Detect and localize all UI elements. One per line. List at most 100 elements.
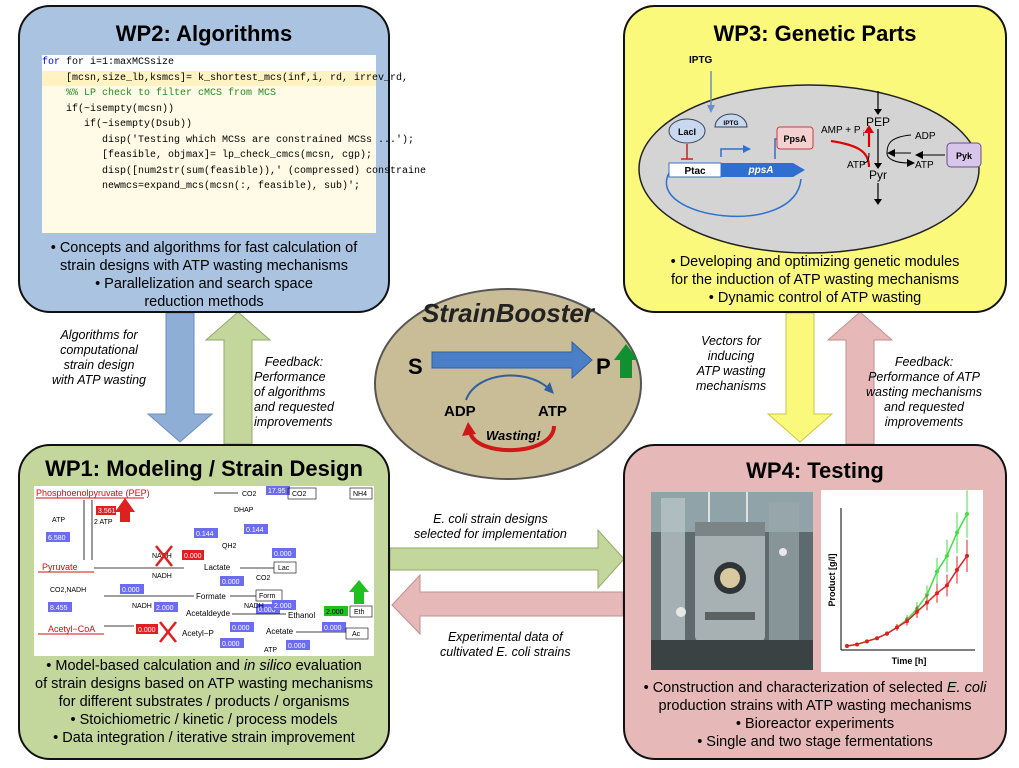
flux-0000d: 0.000 <box>258 607 276 614</box>
strainbooster-hub: StrainBooster S P ADP ATP Wasting! <box>374 288 642 480</box>
arrow-wp3-to-wp4 <box>766 312 834 443</box>
eth-exchange: Eth <box>354 609 365 616</box>
code-line: [feasible, objmax]= lp_check_cmcs(mcsn, … <box>42 150 373 161</box>
code-line: [mcsn,size_lb,ksmcs]= k_shortest_mcs(inf… <box>42 70 408 86</box>
flux-red-0000b: 0.000 <box>138 627 156 634</box>
pep-label: PEP <box>866 115 890 129</box>
iptg-label: IPTG <box>689 55 713 66</box>
nadh-b-label: NADH <box>152 573 172 580</box>
data-point <box>845 644 849 648</box>
iptg-small-label: IPTG <box>723 120 738 127</box>
flux-green-2000: 2.000 <box>326 609 344 616</box>
code-line: if(~isempty(Dsub)) <box>42 119 193 130</box>
qh2-label: QH2 <box>222 543 237 550</box>
pyr-label: Pyr <box>869 168 887 182</box>
anno-wp1-to-wp2: Feedback: Performance of algorithms and … <box>254 355 334 429</box>
pi-subscript: i <box>863 131 865 138</box>
code-listing: for for i=1:maxMCSsize [mcsn,size_lb,ksm… <box>42 55 427 233</box>
anno-wp4-to-wp3: Feedback: Performance of ATP wasting mec… <box>866 355 983 429</box>
co2-b-label: CO2 <box>256 575 271 582</box>
ppsa-protein <box>776 126 814 150</box>
wp2-title: WP2: Algorithms <box>115 21 293 46</box>
anno-wp3-to-wp4: Vectors for inducing ATP wasting mechani… <box>696 334 767 393</box>
arrow-wp1-to-wp2 <box>204 311 272 445</box>
adp-right-label: ADP <box>915 131 936 142</box>
data-point <box>865 639 869 644</box>
flux-0000c: 0.000 <box>222 579 240 586</box>
wp1-title: WP1: Modeling / Strain Design <box>45 456 363 481</box>
product-up-arrow <box>614 344 638 378</box>
lactate-metabolite: Lactate <box>204 563 231 572</box>
ptac-label: Ptac <box>684 166 706 177</box>
code-line: newmcs=expand_mcs(mcsn(:, feasible), sub… <box>42 181 361 192</box>
nadh-label: NADH <box>152 553 172 560</box>
data-point <box>875 636 879 641</box>
wp4-bullets: • Construction and characterization of s… <box>643 680 987 750</box>
amp-pi-label: AMP + P <box>821 125 861 136</box>
metabolic-map: Phosphoenolpyruvate (PEP) CO2 17.95 CO2 … <box>34 486 374 656</box>
anno-wp4-to-wp1: Experimental data of cultivated E. coli … <box>440 630 571 659</box>
atp-label: ATP <box>538 403 567 420</box>
pep-metabolite: Phosphoenolpyruvate (PEP) <box>36 488 150 498</box>
laci-protein <box>668 118 706 144</box>
wp2-bullets: • Concepts and algorithms for fast calcu… <box>50 240 358 310</box>
acetaldehyde-metabolite: Acetaldeyde <box>186 609 231 618</box>
wp3-title: WP3: Genetic Parts <box>713 21 917 46</box>
wp1-panel: WP1: Modeling / Strain Design Phosphoeno… <box>18 444 390 760</box>
arrow-wp4-to-wp3 <box>826 311 894 445</box>
co2-label: CO2 <box>242 491 257 498</box>
dhap-label: DHAP <box>234 507 254 514</box>
x-axis-label: Time [h] <box>892 656 927 666</box>
flux-0000b: 0.000 <box>122 587 140 594</box>
code-comment: %% LP check to filter cMCS from MCS <box>42 88 277 99</box>
ppsa-reaction <box>830 139 871 168</box>
co2-nadh-label: CO2,NADH <box>50 587 86 594</box>
nh4-exchange: NH4 <box>353 491 367 498</box>
code-line: if(~isempty(mcsn)) <box>42 103 175 115</box>
knockout-cross-2 <box>159 621 177 643</box>
laci-label: LacI <box>678 127 696 137</box>
series-line-1 <box>846 555 968 647</box>
up-red-arrow <box>115 498 135 522</box>
series-line-0 <box>846 513 968 647</box>
code-line: disp([num2str(sum(feasible)),' (compress… <box>42 165 427 177</box>
wasting-arrow <box>468 425 556 452</box>
center-title: StrainBooster <box>422 298 594 328</box>
acetylp-metabolite: Acetyl−P <box>182 629 214 638</box>
flux-2000a: 2.000 <box>156 605 174 612</box>
lac-exchange: Lac <box>278 565 290 572</box>
code-line: disp('Testing which MCSs are constrained… <box>42 134 415 146</box>
anno-wp2-to-wp1: Algorithms for computational strain desi… <box>52 328 147 387</box>
wp2-panel: WP2: Algorithms for for i=1:maxMCSsize [… <box>18 5 427 313</box>
flux-6580: 6.580 <box>48 535 66 542</box>
pyk-label: Pyk <box>956 151 973 161</box>
flux-red-0000: 0.000 <box>184 553 202 560</box>
iptg-bound-laci <box>714 113 748 128</box>
center-diagram: S P ADP ATP Wasting! <box>408 340 638 452</box>
flux-0000f: 0.000 <box>232 625 250 632</box>
co2-flux-value: 17.95 <box>268 488 286 495</box>
anno-wp1-to-wp4: E. coli strain designs selected for impl… <box>414 512 567 541</box>
form-exchange: Form <box>259 593 276 600</box>
nadh-c-label: NADH <box>132 603 152 610</box>
genetic-circuit-diagram: IPTG LacI IPTG Ptac ppsA PpsA AMP + P i … <box>638 55 982 254</box>
flux-0000h: 0.000 <box>288 643 306 650</box>
atp-b-label: ATP <box>264 647 277 654</box>
flux-0000a: 0.000 <box>274 551 292 558</box>
flux-0144b: 0.144 <box>246 527 264 534</box>
acetate-metabolite: Acetate <box>266 627 294 636</box>
knockout-cross <box>155 545 173 567</box>
substrate-label: S <box>408 354 423 379</box>
bioreactor-photo <box>651 492 813 670</box>
flux-2000b: 2.000 <box>274 603 292 610</box>
pyk-protein <box>946 142 982 168</box>
wp3-bullets: • Developing and optimizing genetic modu… <box>670 254 960 306</box>
wp3-panel: WP3: Genetic Parts IPTG LacI IPTG Ptac p… <box>623 5 1007 313</box>
flux-0000e: 0.000 <box>222 641 240 648</box>
s-to-p-arrow <box>431 340 593 380</box>
product-chart: Product [g/l] Time [h] <box>821 490 983 672</box>
data-point <box>855 642 859 647</box>
flux-3561: 3.561 <box>98 508 116 515</box>
atp-right-label: ATP <box>915 160 934 171</box>
formate-metabolite: Formate <box>196 592 226 601</box>
